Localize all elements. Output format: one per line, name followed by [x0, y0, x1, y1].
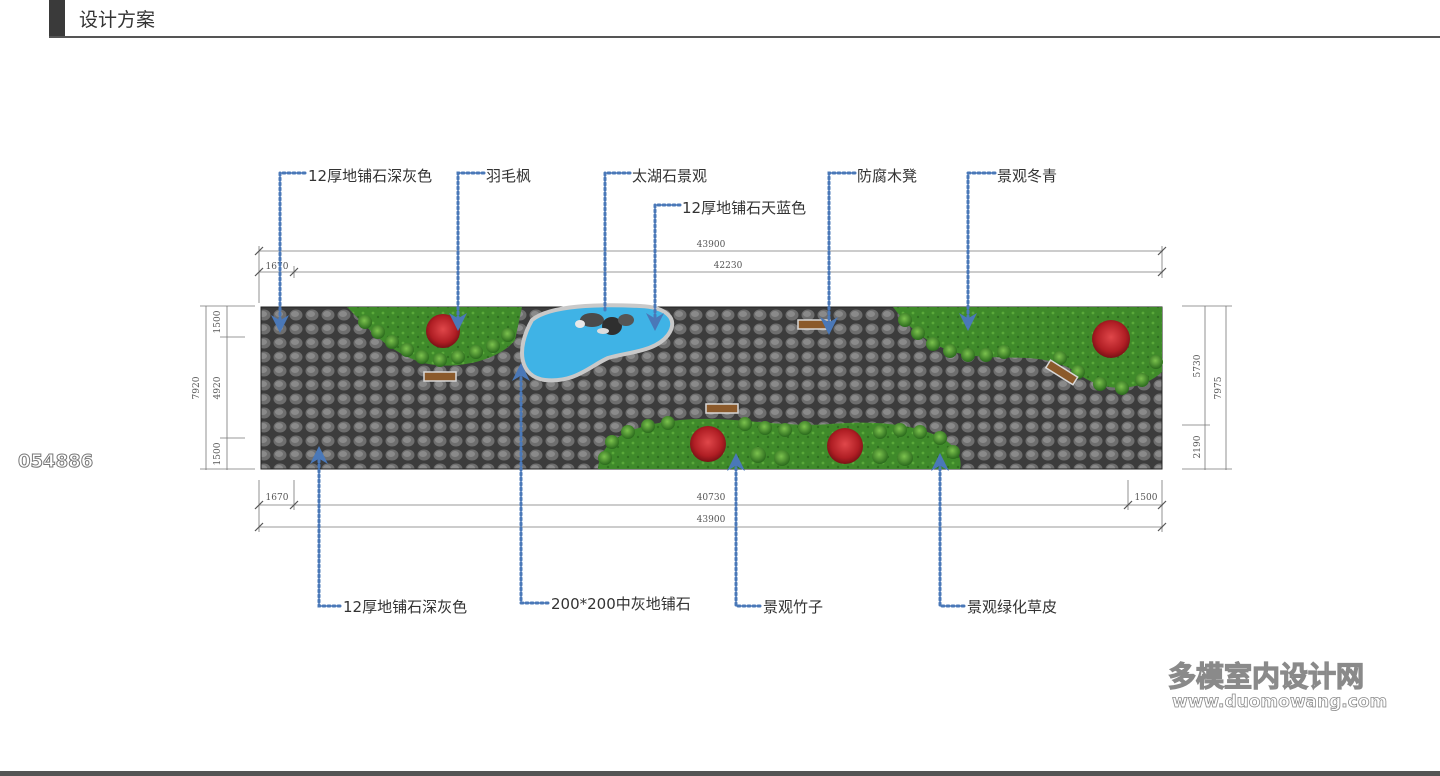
dim-bottom-mid: 40730: [697, 493, 726, 503]
page-title: 设计方案: [79, 9, 156, 31]
callout-wood-bench: 防腐木凳: [857, 167, 917, 185]
pond: [520, 303, 675, 383]
dim-left-top: 1500: [213, 310, 223, 333]
shrub-group: [358, 313, 1163, 466]
dim-right-bottom: 2190: [1193, 435, 1203, 458]
dim-right-total: 7975: [1214, 376, 1224, 399]
watermark-name: 多模室内设计网: [1167, 659, 1365, 693]
header-accent: [49, 0, 65, 36]
dim-left-mid: 4920: [213, 376, 223, 399]
callout-dark-grey-paving-bottom: 12厚地铺石深灰色: [343, 598, 467, 616]
callout-bamboo: 景观竹子: [763, 598, 823, 616]
dim-left-bottom: 1500: [213, 442, 223, 465]
callout-taihu-rock: 太湖石景观: [632, 167, 707, 185]
maple-tree: [1092, 320, 1130, 358]
callout-holly: 景观冬青: [997, 167, 1057, 185]
dim-left-total: 7920: [192, 376, 202, 399]
footer-line: [0, 771, 1440, 776]
dim-top-left: 1670: [266, 262, 289, 272]
bench: [705, 403, 739, 414]
dim-right-top: 5730: [1193, 354, 1203, 377]
lawn-bottom: [598, 418, 961, 469]
callout-dark-grey-paving-top: 12厚地铺石深灰色: [308, 167, 432, 185]
dimension-ticks: [254, 246, 1167, 532]
bench: [797, 319, 831, 330]
taihu-rock: [575, 313, 634, 335]
maple-tree: [827, 428, 863, 464]
callout-leaders: [271, 171, 997, 608]
bench: [423, 371, 457, 382]
watermark-url: www.duomowang.com: [1172, 692, 1388, 713]
callout-lawn: 景观绿化草皮: [967, 598, 1057, 616]
dim-top-total: 43900: [697, 240, 726, 250]
drawing-id: 054886: [17, 451, 94, 473]
dim-bottom-left: 1670: [266, 493, 289, 503]
dim-bottom-right: 1500: [1135, 493, 1158, 503]
header-bar: 设计方案: [49, 0, 1440, 38]
callout-sky-blue-paving: 12厚地铺石天蓝色: [682, 199, 806, 217]
callout-mid-grey-paving: 200*200中灰地铺石: [551, 595, 691, 613]
bench: [1044, 359, 1079, 386]
maple-tree: [690, 426, 726, 462]
dim-top-right: 42230: [714, 261, 743, 271]
dimension-lines: [200, 246, 1232, 532]
callout-feather-maple: 羽毛枫: [486, 167, 531, 185]
maple-tree: [426, 314, 460, 348]
dim-bottom-total: 43900: [697, 515, 726, 525]
